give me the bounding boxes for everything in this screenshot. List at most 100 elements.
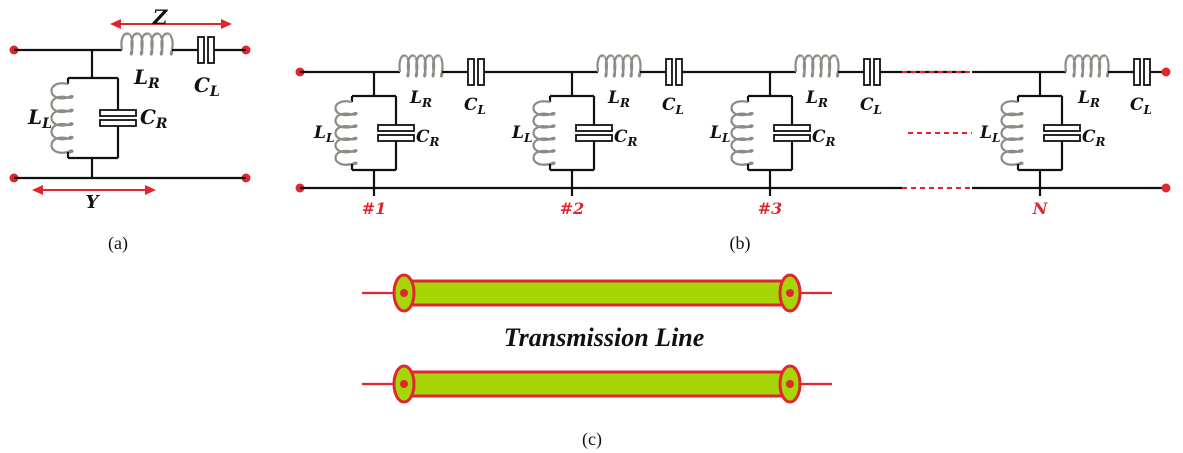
inductor-ll xyxy=(1000,100,1024,166)
capacitor-plate xyxy=(1143,58,1151,86)
cell-index-label: #1 xyxy=(362,199,387,218)
panel-a-caption: (a) xyxy=(108,233,128,254)
label-cr: CR xyxy=(1082,127,1106,149)
capacitor-plate xyxy=(1133,58,1141,86)
label-cl: CL xyxy=(194,73,220,100)
inductor-highlight xyxy=(1067,56,1108,59)
arrow-head-right xyxy=(145,185,156,195)
inductor-highlight xyxy=(401,56,442,59)
inductor-lr xyxy=(596,54,642,78)
unit-cell-3: LR CL LL CR #3 xyxy=(709,54,968,218)
label-ll: LL xyxy=(979,123,1000,145)
label-ll: LL xyxy=(709,123,730,145)
inductor-winding xyxy=(120,32,174,56)
inductor-ll xyxy=(334,100,358,166)
capacitor-plate xyxy=(575,134,613,142)
terminal-node xyxy=(400,380,408,388)
capacitor-plate xyxy=(575,124,613,132)
unit-cell-n: LR CL LL CR N xyxy=(972,54,1171,218)
unit-cell-1: LR CL LL CR #1 xyxy=(313,54,572,218)
capacitor-cr xyxy=(773,124,811,142)
inductor-winding xyxy=(50,82,74,154)
terminal-node-bottom-right xyxy=(1161,183,1171,193)
label-cl: CL xyxy=(662,95,684,117)
inductor-ll xyxy=(532,100,556,166)
inductor-ll xyxy=(730,100,754,166)
y-arrow xyxy=(32,185,156,195)
label-cl: CL xyxy=(1130,95,1152,117)
label-lr: LR xyxy=(409,88,432,110)
inductor-winding xyxy=(532,100,556,166)
label-cr: CR xyxy=(812,127,836,149)
capacitor-cl xyxy=(467,58,485,86)
inductor-winding xyxy=(596,54,642,78)
capacitor-plate xyxy=(377,134,415,142)
inductor-highlight xyxy=(797,56,838,59)
conductor-body xyxy=(402,370,792,398)
terminal-node xyxy=(786,380,794,388)
inductor-winding xyxy=(794,54,840,78)
panel-c-transmission-line xyxy=(362,273,832,404)
inductor-lr xyxy=(794,54,840,78)
y-label: Y xyxy=(86,192,101,213)
inductor-winding xyxy=(1064,54,1110,78)
inductor-lr xyxy=(120,32,174,56)
capacitor-plate xyxy=(665,58,673,86)
capacitor-plate xyxy=(197,36,205,64)
panel-b-caption: (b) xyxy=(730,233,751,254)
capacitor-plate xyxy=(863,58,871,86)
capacitor-plate xyxy=(773,124,811,132)
capacitor-plate xyxy=(873,58,881,86)
terminal-node-top-right xyxy=(1161,67,1171,77)
capacitor-cr xyxy=(377,124,415,142)
capacitor-cl xyxy=(665,58,683,86)
inductor-winding xyxy=(730,100,754,166)
terminal-node xyxy=(400,289,408,297)
cell-index-label: #2 xyxy=(560,199,585,218)
inductor-winding xyxy=(334,100,358,166)
capacitor-plate xyxy=(1043,124,1081,132)
inductor-highlight xyxy=(599,56,640,59)
capacitor-cl xyxy=(197,36,215,64)
conductor-body xyxy=(402,279,792,307)
capacitor-plate xyxy=(675,58,683,86)
inductor-highlight xyxy=(124,34,171,37)
label-cl: CL xyxy=(860,95,882,117)
capacitor-plate xyxy=(377,124,415,132)
transmission-line-bottom xyxy=(362,364,832,404)
label-cl: CL xyxy=(464,95,486,117)
label-lr: LR xyxy=(607,88,630,110)
label-lr: LR xyxy=(805,88,828,110)
cell-index-label: #3 xyxy=(758,199,783,218)
capacitor-plate xyxy=(773,134,811,142)
arrow-head-right xyxy=(221,19,232,29)
label-ll: LL xyxy=(511,123,532,145)
label-lr: LR xyxy=(1077,88,1100,110)
capacitor-plate xyxy=(1043,134,1081,142)
label-cr: CR xyxy=(416,127,440,149)
capacitor-plate xyxy=(477,58,485,86)
capacitor-plate xyxy=(99,109,137,117)
capacitor-cr xyxy=(1043,124,1081,142)
inductor-lr xyxy=(1064,54,1110,78)
capacitor-cr xyxy=(575,124,613,142)
panel-b-cascaded-cells: LR CL LL CR #1 LR CL LL CR #2 LR CL LL CR #3 LR CL LL CR N xyxy=(295,54,1171,218)
transmission-line-title: Transmission Line xyxy=(504,323,705,352)
arrow-head-left xyxy=(110,19,121,29)
label-ll: LL xyxy=(27,105,52,132)
panel-c-caption: (c) xyxy=(582,429,602,450)
unit-cell-2: LR CL LL CR #2 xyxy=(511,54,770,218)
inductor-winding xyxy=(1000,100,1024,166)
z-arrow xyxy=(110,19,232,29)
capacitor-plate xyxy=(99,119,137,127)
label-ll: LL xyxy=(313,123,334,145)
label-cr: CR xyxy=(614,127,638,149)
cell-index-label: N xyxy=(1032,199,1049,218)
label-lr: LR xyxy=(133,65,160,92)
terminal-node xyxy=(786,289,794,297)
capacitor-plate xyxy=(467,58,475,86)
capacitor-cl xyxy=(863,58,881,86)
inductor-lr xyxy=(398,54,444,78)
